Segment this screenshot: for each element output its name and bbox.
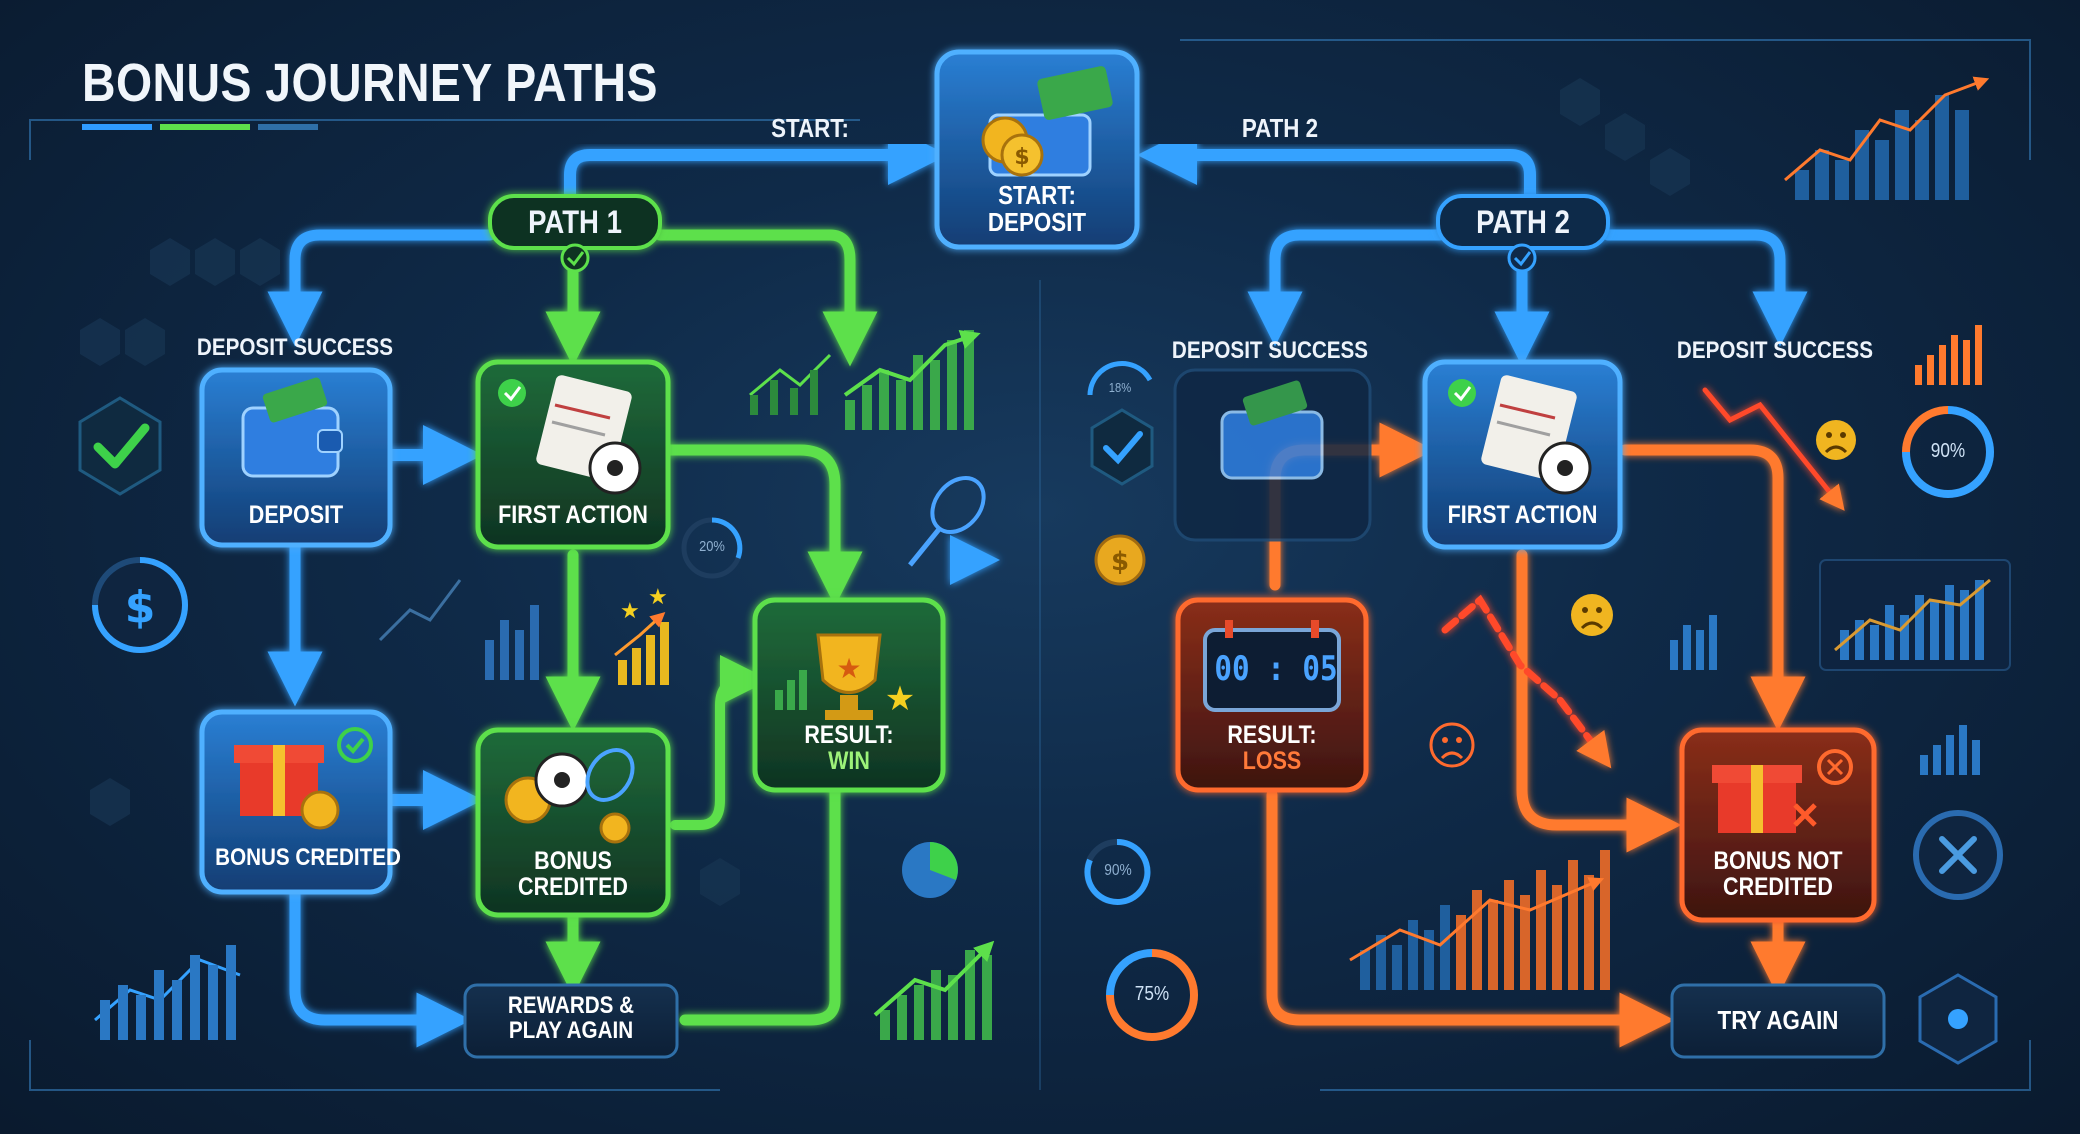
mini-chart-stars: ★ ★ [614, 585, 669, 685]
svg-text:$: $ [1111, 547, 1129, 577]
gauge-90-left [1084, 838, 1151, 905]
result-win-node[interactable]: ★ ★ [752, 597, 946, 793]
connectors-start [564, 125, 1536, 216]
svg-text:$: $ [1014, 145, 1029, 170]
bonus-not-credited-node[interactable] [1679, 727, 1877, 923]
gauge-dollar: $ [92, 557, 188, 653]
path1-badge-label: PATH 1 [528, 204, 622, 240]
result-loss-node[interactable] [1175, 597, 1369, 793]
gauge-90-left-label: 90% [1104, 862, 1132, 879]
path2-badge-label: PATH 2 [1476, 204, 1570, 240]
mini-chart-green-1 [843, 329, 981, 430]
page-title: BONUS JOURNEY PATHS [82, 53, 658, 113]
bonus-credited-node[interactable] [475, 727, 671, 918]
deposit-node[interactable] [199, 367, 393, 548]
mini-chart-left-bottom [94, 945, 241, 1040]
svg-text:★: ★ [620, 599, 640, 624]
tennis-racket-icon [908, 476, 986, 567]
bonus-credited-left-label: BONUS CREDITED [215, 844, 401, 871]
svg-text:★: ★ [648, 585, 668, 610]
first-action-node-path1[interactable] [475, 359, 671, 550]
mini-chart-right-small-blue [1670, 615, 1980, 775]
sad-face-icon-2 [1571, 594, 1613, 636]
path1-badge [488, 194, 662, 273]
pie-icon [902, 842, 958, 898]
mini-chart-bottom-orange [1349, 850, 1610, 990]
rewards-node[interactable] [463, 983, 679, 1059]
bonus-credited-label: BONUS CREDITED [491, 848, 654, 901]
svg-text:$: $ [125, 582, 156, 633]
gauge-75 [1106, 949, 1198, 1041]
mini-chart-blue-left [378, 579, 539, 680]
deposit-wallet-faded [1173, 368, 1372, 542]
hex-decor [80, 78, 1690, 906]
path2-arrow-label: PATH 2 [1241, 113, 1319, 143]
bonus-credited-line1: BONUS [534, 847, 612, 875]
svg-text:★: ★ [836, 652, 861, 685]
first-action-path2-label: FIRST ACTION [1447, 501, 1598, 529]
check-shield-right-icon [1090, 408, 1154, 486]
timer-display: 00 : 05 [1214, 649, 1338, 689]
gauge-20 [681, 517, 743, 579]
check-shield-icon [78, 396, 162, 496]
gauge-18 [1087, 361, 1153, 396]
rewards-label: REWARDS & PLAY AGAIN [480, 992, 662, 1045]
try-again-label: TRY AGAIN [1717, 1005, 1839, 1035]
connectors-path1 [267, 229, 1000, 1048]
first-action-node-path2[interactable] [1422, 359, 1623, 550]
try-again-node[interactable] [1670, 983, 1886, 1059]
close-circle-icon [1913, 810, 2003, 900]
mini-chart-green-2 [873, 940, 995, 1040]
bonus-credited-line2: CREDITED [518, 873, 628, 902]
hex-target-icon [1918, 973, 1998, 1065]
result-win-line1: RESULT: [804, 721, 894, 749]
connectors-path2 [1247, 229, 1845, 1048]
start-node-line2: DEPOSIT [987, 207, 1087, 238]
gauge-18-label: 18% [1108, 380, 1132, 395]
gauge-75-label: 75% [1134, 983, 1170, 1005]
first-action-path1-label: FIRST ACTION [498, 501, 648, 529]
bonus-not-credited-line1: BONUS NOT [1713, 847, 1843, 875]
path1-branch-label: DEPOSIT SUCCESS [196, 334, 394, 361]
result-win-label: RESULT: WIN [768, 722, 930, 775]
mini-chart-right-mid [1819, 559, 2011, 671]
result-win-line2: WIN [828, 747, 870, 776]
start-node-label: START: DEPOSIT [960, 180, 1115, 238]
gauge-20-label: 20% [699, 538, 725, 555]
path2-branch-label-left: DEPOSIT SUCCESS [1171, 337, 1369, 364]
path2-badge [1436, 194, 1610, 273]
gauge-90-right-label: 90% [1930, 440, 1966, 462]
mini-chart-top-right [1784, 76, 1990, 200]
deposit-node-label: DEPOSIT [248, 501, 344, 529]
coin-icon-right: $ [1094, 534, 1146, 586]
mini-chart-green-3 [749, 353, 832, 415]
result-loss-line1: RESULT: [1227, 721, 1317, 749]
sad-face-icon-3 [1429, 722, 1475, 768]
path2-branch-label-right: DEPOSIT SUCCESS [1676, 337, 1874, 364]
start-node-line1: START: [998, 180, 1076, 210]
bonus-not-credited-line2: CREDITED [1723, 873, 1833, 902]
result-loss-line2: LOSS [1242, 747, 1302, 776]
gauge-90-right [1902, 406, 1994, 498]
result-loss-label: RESULT: LOSS [1191, 722, 1353, 775]
start-node[interactable]: $ [934, 49, 1140, 250]
mini-chart-top-right-small [1915, 325, 1982, 385]
rewards-line2: PLAY AGAIN [508, 1017, 634, 1045]
start-arrow-label: START: [771, 113, 849, 143]
rewards-line1: REWARDS & [507, 992, 635, 1019]
bonus-credited-left-node[interactable] [199, 709, 393, 895]
svg-text:★: ★ [885, 679, 915, 719]
sad-face-icon-1 [1816, 420, 1856, 460]
frame-lines [29, 39, 2031, 1091]
bonus-not-credited-label: BONUS NOT CREDITED [1695, 848, 1860, 901]
title-underline [82, 124, 318, 130]
